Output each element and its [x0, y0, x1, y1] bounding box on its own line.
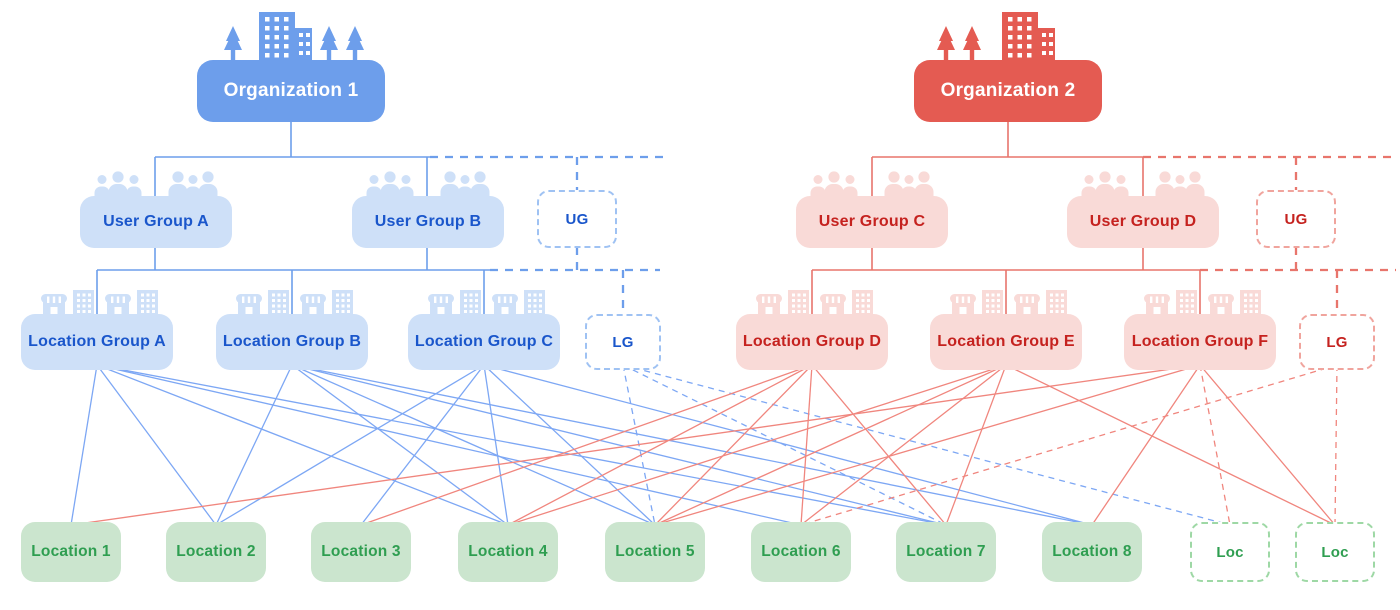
node-label: Location 5	[615, 543, 695, 560]
mapping-line-location-group-e-to-location-6	[800, 364, 1007, 526]
location-6-node: Location 6	[751, 522, 851, 582]
mapping-line-location-group-d-to-location-7	[811, 364, 947, 526]
node-label: Location Group D	[742, 333, 882, 350]
loc-more-1-node: Loc	[1190, 522, 1270, 582]
org-2-node: Organization 2	[914, 60, 1102, 122]
org-buildings-trees-2-icon	[920, 12, 1096, 62]
org-buildings-trees-1-icon	[203, 12, 379, 62]
mapping-line-lg-more-red-to-loc-more-2	[1334, 364, 1338, 526]
location-3-node: Location 3	[311, 522, 411, 582]
store-group-icon	[408, 286, 560, 316]
mapping-line-location-group-e-to-location-5	[654, 364, 1007, 526]
node-label: Loc	[1321, 543, 1349, 561]
node-label: Location 1	[31, 543, 111, 560]
user-group-b-node: User Group B	[352, 196, 504, 248]
location-2-node: Location 2	[166, 522, 266, 582]
mapping-line-location-group-a-to-location-2	[96, 364, 217, 526]
mapping-line-location-group-a-to-location-6	[96, 364, 802, 526]
node-label: Location Group F	[1131, 333, 1269, 350]
node-label: Location 3	[321, 543, 401, 560]
location-group-c-node: Location Group C	[408, 314, 560, 370]
node-label: Location Group E	[937, 333, 1075, 350]
location-7-node: Location 7	[896, 522, 996, 582]
location-1-node: Location 1	[21, 522, 121, 582]
org-1-node: Organization 1	[197, 60, 385, 122]
mapping-line-lg-more-red-to-location-6	[800, 364, 1338, 526]
node-label: Location Group C	[414, 333, 554, 350]
mapping-line-location-group-f-to-location-8	[1091, 364, 1201, 526]
store-group-icon	[1124, 286, 1276, 316]
mapping-line-location-group-b-to-location-5	[291, 364, 656, 526]
lg-more-blue-node: LG	[585, 314, 661, 370]
node-label: User Group C	[818, 213, 926, 230]
store-group-icon	[21, 286, 173, 316]
mapping-line-lg-more-blue-to-location-7	[622, 364, 947, 526]
lg-more-red-node: LG	[1299, 314, 1375, 370]
user-group-a-node: User Group A	[80, 196, 232, 248]
mapping-line-location-group-e-to-loc-more-2	[1005, 364, 1336, 526]
node-label: UG	[1284, 210, 1308, 228]
node-label: User Group B	[374, 213, 482, 230]
mapping-line-location-group-d-to-location-6	[800, 364, 813, 526]
mapping-line-location-group-d-to-location-3	[360, 364, 813, 526]
loc-more-2-node: Loc	[1295, 522, 1375, 582]
node-label: LG	[612, 333, 634, 351]
node-label: Location 4	[468, 543, 548, 560]
node-label: User Group A	[103, 213, 209, 230]
ug-more-blue-node: UG	[537, 190, 617, 248]
location-group-b-node: Location Group B	[216, 314, 368, 370]
mapping-line-location-group-b-to-location-8	[291, 364, 1093, 526]
node-label: User Group D	[1089, 213, 1197, 230]
mapping-line-location-group-c-to-location-4	[483, 364, 509, 526]
location-8-node: Location 8	[1042, 522, 1142, 582]
mapping-line-location-group-f-to-location-5	[654, 364, 1201, 526]
node-label: Loc	[1216, 543, 1244, 561]
node-label: Location 2	[176, 543, 256, 560]
node-label: Location 8	[1052, 543, 1132, 560]
user-group-d-node: User Group D	[1067, 196, 1219, 248]
mapping-line-location-group-d-to-location-5	[654, 364, 813, 526]
mapping-line-location-group-a-to-location-4	[96, 364, 509, 526]
ug-more-red-node: UG	[1256, 190, 1336, 248]
store-group-icon	[216, 286, 368, 316]
node-label: Location Group B	[222, 333, 362, 350]
mapping-line-location-group-c-to-location-3	[360, 364, 485, 526]
location-group-a-node: Location Group A	[21, 314, 173, 370]
mapping-line-location-group-c-to-location-5	[483, 364, 656, 526]
mapping-line-location-group-f-to-loc-more-1	[1199, 364, 1231, 526]
location-4-node: Location 4	[458, 522, 558, 582]
node-label: LG	[1326, 333, 1348, 351]
node-label: Location 6	[761, 543, 841, 560]
mapping-line-location-group-e-to-location-4	[507, 364, 1007, 526]
mapping-line-location-group-d-to-location-4	[507, 364, 813, 526]
user-group-c-node: User Group C	[796, 196, 948, 248]
node-label: Organization 1	[223, 80, 359, 101]
mapping-line-location-group-c-to-location-8	[483, 364, 1093, 526]
mapping-line-location-group-c-to-location-2	[215, 364, 485, 526]
store-group-icon	[736, 286, 888, 316]
mapping-line-location-group-b-to-location-7	[291, 364, 947, 526]
location-5-node: Location 5	[605, 522, 705, 582]
node-label: Location Group A	[28, 333, 166, 350]
mapping-line-location-group-e-to-location-7	[945, 364, 1007, 526]
location-group-d-node: Location Group D	[736, 314, 888, 370]
mapping-line-location-group-a-to-location-7	[96, 364, 947, 526]
store-group-icon	[930, 286, 1082, 316]
mapping-line-location-group-a-to-location-1	[70, 364, 98, 526]
mapping-line-location-group-f-to-location-1	[70, 364, 1201, 526]
mapping-line-location-group-b-to-location-2	[215, 364, 293, 526]
location-group-f-node: Location Group F	[1124, 314, 1276, 370]
mapping-line-location-group-f-to-loc-more-2	[1199, 364, 1336, 526]
node-label: Organization 2	[940, 80, 1076, 101]
node-label: UG	[565, 210, 589, 228]
node-label: Location 7	[906, 543, 986, 560]
mapping-line-location-group-b-to-location-4	[291, 364, 509, 526]
location-group-e-node: Location Group E	[930, 314, 1082, 370]
